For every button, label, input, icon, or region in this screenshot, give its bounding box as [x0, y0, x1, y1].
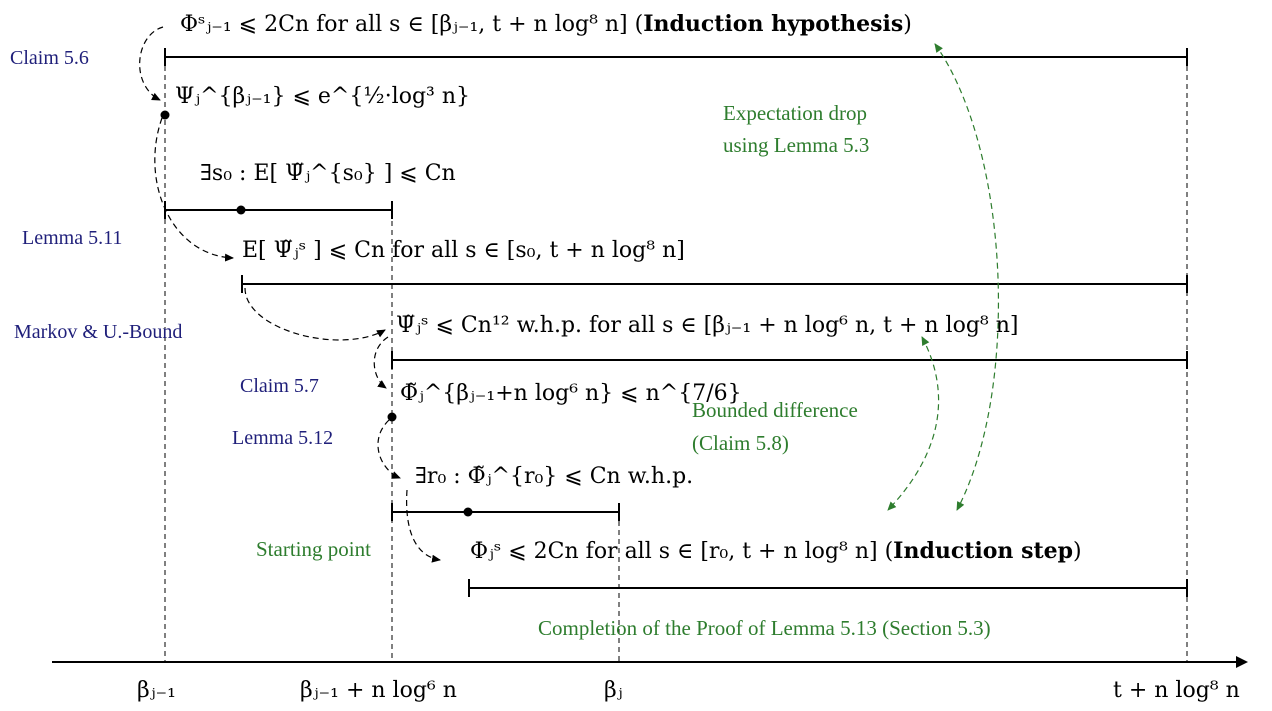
statement-induction-hypothesis: Φˢⱼ₋₁ ⩽ 2Cn for all s ∈ [βⱼ₋₁, t + n log… — [180, 11, 912, 37]
statement-psi-whp: Ψ̃ⱼˢ ⩽ Cn¹² w.h.p. for all s ∈ [βⱼ₋₁ + n… — [396, 313, 1018, 338]
label-lemma-5-11: Lemma 5.11 — [22, 227, 122, 249]
axis-label-beta-prev: βⱼ₋₁ — [137, 678, 176, 703]
dot-phi-start — [387, 412, 397, 422]
dot-r0 — [463, 507, 473, 517]
label-completion: Completion of the Proof of Lemma 5.13 (S… — [538, 616, 991, 640]
label-claim-5-6: Claim 5.6 — [10, 47, 89, 69]
statement-psi-initial: Ψⱼ^{βⱼ₋₁} ⩽ e^{½·log³ n} — [175, 84, 470, 109]
dot-s0 — [236, 205, 246, 215]
statement-exists-r0: ∃r₀ : Φ̃ⱼ^{r₀} ⩽ Cn w.h.p. — [415, 464, 693, 489]
label-starting-point: Starting point — [256, 537, 371, 561]
label-bounded-difference: Bounded difference — [692, 398, 858, 422]
axis-label-beta: βⱼ — [604, 678, 623, 703]
time-axis — [52, 656, 1248, 668]
label-claim-5-7: Claim 5.7 — [240, 375, 319, 397]
statement-induction-step: Φⱼˢ ⩽ 2Cn for all s ∈ [r₀, t + n log⁸ n]… — [470, 538, 1082, 564]
dot-psi-start — [160, 110, 170, 120]
statement-expectation-all: E[ Ψ̃ⱼˢ ] ⩽ Cn for all s ∈ [s₀, t + n lo… — [242, 238, 685, 263]
label-using-lemma: using Lemma 5.3 — [723, 133, 869, 157]
dots — [160, 110, 473, 517]
axis-label-t: t + n log⁸ n — [1113, 678, 1240, 703]
interval-bars — [164, 48, 1188, 597]
label-markov: Markov & U.-Bound — [14, 321, 182, 343]
axis-label-beta-prev-plus: βⱼ₋₁ + n log⁶ n — [300, 678, 457, 703]
green-arrows — [887, 43, 1000, 511]
statement-phi-initial: Φ̃ⱼ^{βⱼ₋₁+n log⁶ n} ⩽ n^{7/6} — [400, 381, 742, 406]
statement-expectation-s0: ∃s₀ : E[ Ψ̃ⱼ^{s₀} ] ⩽ Cn — [200, 161, 456, 186]
label-lemma-5-12: Lemma 5.12 — [232, 427, 333, 449]
label-claim-5-8: (Claim 5.8) — [692, 431, 789, 455]
black-arrows — [139, 26, 441, 563]
label-expectation-drop: Expectation drop — [723, 101, 867, 125]
